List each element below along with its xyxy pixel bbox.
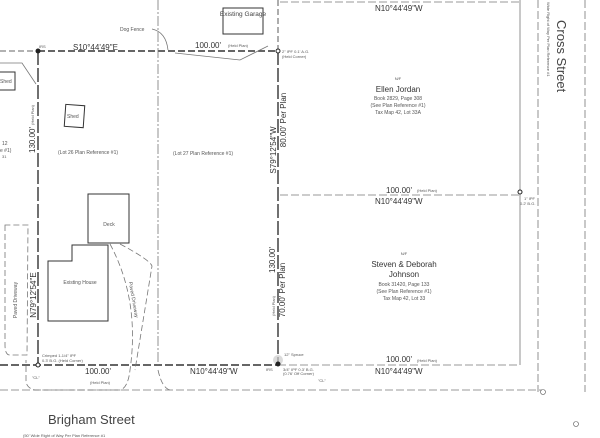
svg-text:N10°44'49"W: N10°44'49"W [375, 4, 423, 13]
existing-garage [222, 7, 264, 35]
svg-text:Crimped 1-1/4" IPF: Crimped 1-1/4" IPF [42, 353, 77, 358]
svg-text:100.00': 100.00' [195, 41, 221, 50]
svg-text:Book 2829, Page 308: Book 2829, Page 308 [374, 96, 422, 102]
ipf-top-marker [275, 48, 281, 54]
svg-text:Dog Fence: Dog Fence [120, 27, 145, 33]
svg-text:(See Plan Reference #1): (See Plan Reference #1) [376, 289, 431, 295]
svg-text:S79°12'54"W: S79°12'54"W [269, 126, 278, 174]
svg-text:N10°44'49"W: N10°44'49"W [375, 367, 423, 376]
svg-text:(Held Plan): (Held Plan) [417, 358, 438, 363]
svg-text:0.3' B.G. (Held Corner): 0.3' B.G. (Held Corner) [42, 358, 83, 363]
svg-text:(Lot 26 Plan Reference #1): (Lot 26 Plan Reference #1) [58, 150, 118, 156]
svg-text:(50' Wide Right of Way Per Pla: (50' Wide Right of Way Per Plan Referenc… [23, 433, 106, 438]
crimped-marker [35, 362, 41, 368]
deck [87, 193, 130, 244]
hydrant-icon [540, 389, 546, 395]
svg-text:Steven & Deborah: Steven & Deborah [371, 260, 436, 269]
svg-text:e #1): e #1) [0, 148, 12, 154]
irs-top-marker [35, 48, 41, 54]
svg-text:3/4" IPF 0.3' B.G.: 3/4" IPF 0.3' B.G. [283, 367, 314, 372]
irs-bottom-marker [275, 361, 281, 367]
svg-text:100.00': 100.00' [386, 355, 412, 364]
svg-text:Shed: Shed [67, 114, 79, 120]
ipf-right-marker [517, 189, 523, 195]
svg-text:Book 31420, Page 133: Book 31420, Page 133 [379, 282, 430, 288]
svg-text:0.2' B.G.: 0.2' B.G. [520, 201, 535, 206]
svg-text:(Held Corner): (Held Corner) [282, 54, 307, 59]
svg-text:31: 31 [2, 154, 7, 159]
svg-text:(Lot 27 Plan Reference #1): (Lot 27 Plan Reference #1) [173, 151, 233, 157]
svg-text:100.00': 100.00' [386, 186, 412, 195]
shed-left [0, 71, 16, 91]
svg-text:1" IPF: 1" IPF [524, 196, 536, 201]
svg-text:Ellen Jordan: Ellen Jordan [376, 85, 420, 94]
svg-text:(See Plan Reference #1): (See Plan Reference #1) [370, 103, 425, 109]
svg-text:70.00' Per Plan: 70.00' Per Plan [278, 263, 287, 317]
abutter-jordan: N/F Ellen Jordan Book 2829, Page 308 (Se… [370, 76, 425, 116]
property-lines [0, 0, 586, 392]
shed [63, 103, 86, 129]
street-brigham: Brigham Street [48, 412, 135, 427]
svg-text:Paved Driveway: Paved Driveway [127, 282, 139, 319]
svg-text:(Held Plan): (Held Plan) [228, 43, 249, 48]
svg-text:100.00': 100.00' [85, 367, 111, 376]
svg-text:(Held Plan): (Held Plan) [90, 380, 111, 385]
street-cross: Cross Street [554, 20, 569, 93]
svg-text:130.00': 130.00' [268, 247, 277, 273]
svg-text:Existing House: Existing House [63, 280, 97, 286]
svg-text:Shed: Shed [0, 79, 12, 85]
svg-text:N/F: N/F [395, 76, 402, 81]
svg-text:IRS: IRS [39, 44, 46, 49]
svg-text:N79°12'54"E: N79°12'54"E [29, 272, 38, 317]
svg-text:Existing Garage: Existing Garage [220, 11, 267, 18]
svg-text:130.00': 130.00' [28, 127, 37, 153]
svg-text:Tax Map 42, Lot 33A: Tax Map 42, Lot 33A [375, 110, 422, 116]
hydrant-icon [573, 421, 579, 427]
svg-text:"CL": "CL" [318, 378, 327, 383]
abutter-johnson: N/F Steven & Deborah Johnson Book 31420,… [371, 251, 436, 302]
svg-text:Wide Right of Way Per Plan Ref: Wide Right of Way Per Plan Reference #1 [546, 2, 551, 77]
svg-text:12" Spruce: 12" Spruce [284, 352, 304, 357]
existing-house [47, 244, 109, 322]
svg-text:Deck: Deck [103, 222, 115, 228]
svg-text:(Held Plan): (Held Plan) [417, 188, 438, 193]
svg-text:"CL": "CL" [32, 375, 41, 380]
spruce-tree [273, 355, 283, 365]
svg-text:12: 12 [2, 141, 8, 147]
svg-text:IRS: IRS [266, 367, 273, 372]
svg-text:(Held Plan): (Held Plan) [271, 295, 276, 316]
svg-text:Tax Map 42, Lot 33: Tax Map 42, Lot 33 [383, 296, 426, 302]
svg-text:(0.76' Off Corner): (0.76' Off Corner) [283, 371, 315, 376]
svg-text:80.00' Per Plan: 80.00' Per Plan [279, 93, 288, 147]
svg-text:2" IPF 0.1' A.G.: 2" IPF 0.1' A.G. [282, 49, 309, 54]
svg-text:N/F: N/F [401, 251, 408, 256]
svg-text:N10°44'49"W: N10°44'49"W [375, 197, 423, 206]
svg-text:(Held Plan): (Held Plan) [30, 104, 35, 125]
svg-text:N10°44'49"W: N10°44'49"W [190, 367, 238, 376]
svg-text:Johnson: Johnson [389, 270, 419, 279]
svg-text:S10°44'49"E: S10°44'49"E [73, 43, 118, 52]
svg-text:Paved Driveway: Paved Driveway [13, 281, 19, 318]
